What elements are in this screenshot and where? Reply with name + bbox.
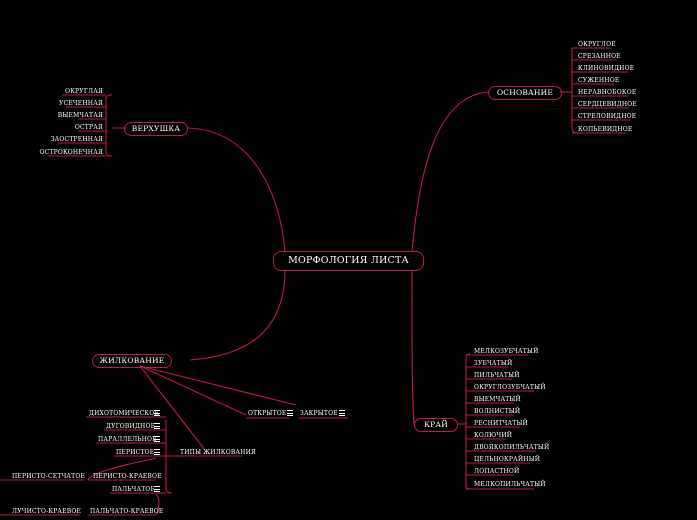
verkhushka-item[interactable]: ОКРУГЛАЯ (65, 88, 103, 95)
type-item[interactable]: ПАЛЬЧАТОЕ (112, 486, 156, 493)
krai-item[interactable]: ОКРУГЛОЗУБЧАТЫЙ (474, 384, 546, 391)
verkhushka-item[interactable]: ВЫЕМЧАТАЯ (57, 112, 103, 119)
verkhushka-item[interactable]: ОСТРОКОНЕЧНАЯ (39, 149, 103, 156)
zhilkovanie-types[interactable]: ТИПЫ ЖИЛКОВАНИЯ (180, 449, 257, 456)
notes-icon[interactable] (154, 449, 160, 455)
link-center-osnovanie (411, 91, 489, 253)
zhilkovanie-closed[interactable]: ЗАКРЫТОЕ (300, 410, 338, 417)
notes-icon[interactable] (287, 410, 293, 416)
osnovanie-item[interactable]: НЕРАВНОБОКОЕ (578, 89, 637, 96)
central-topic[interactable]: МОРФОЛОГИЯ ЛИСТА (273, 251, 424, 271)
krai-item[interactable]: ВОЛНИСТЫЙ (474, 408, 521, 415)
krai-item[interactable]: ПИЛЬЧАТЫЙ (474, 372, 520, 379)
krai-item[interactable]: ЗУБЧАТЫЙ (474, 360, 513, 367)
branch-verkhushka[interactable]: ВЕРХУШКА (124, 122, 188, 136)
palchato-kraevoe[interactable]: ПАЛЬЧАТО-КРАЕВОЕ (90, 508, 164, 515)
osnovanie-item[interactable]: СРЕЗАННОЕ (578, 53, 621, 60)
branch-osnovanie[interactable]: ОСНОВАНИЕ (488, 86, 562, 100)
krai-item[interactable]: РЕСНИТЧАТЫЙ (474, 420, 528, 427)
krai-item[interactable]: ВЫЕМЧАТЫЙ (474, 396, 521, 403)
type-item[interactable]: ПЕРИСТОЕ (116, 449, 155, 456)
type-item[interactable]: ПАРАЛЛЕЛЬНОЕ (98, 436, 157, 443)
peristo-setchatoe[interactable]: ПЕРИСТО-СЕТЧАТОЕ (12, 473, 86, 480)
osnovanie-item[interactable]: СЕРДЦЕВИДНОЕ (578, 101, 637, 108)
krai-item[interactable]: ЛОПАСТНОЙ (474, 468, 520, 475)
type-item[interactable]: ДИХОТОМИЧЕСКОЕ (89, 410, 159, 417)
verkhushka-item[interactable]: ОСТРАЯ (74, 124, 103, 131)
krai-item[interactable]: ЦЕЛЬНОКРАЙНЫЙ (474, 456, 541, 463)
notes-icon[interactable] (154, 423, 160, 429)
osnovanie-item[interactable]: ОКРУГЛОЕ (578, 41, 616, 48)
osnovanie-item[interactable]: КОПЬЕВИДНОЕ (578, 126, 633, 133)
link-center-verkhushka (187, 127, 286, 253)
notes-icon[interactable] (154, 436, 160, 442)
type-item[interactable]: ДУГОВИДНОЕ (106, 423, 156, 430)
krai-item[interactable]: ДВОЯКОПИЛЬЧАТЫЙ (474, 444, 550, 451)
osnovanie-item[interactable]: СТРЕЛОВИДНОЕ (578, 113, 637, 120)
notes-icon[interactable] (154, 486, 160, 492)
verkhushka-item[interactable]: УСЕЧЕННАЯ (59, 100, 103, 107)
osnovanie-item[interactable]: СУЖЕННОЕ (578, 77, 620, 84)
krai-item[interactable]: МЕЛКОПИЛЬЧАТЫЙ (474, 481, 546, 488)
krai-item[interactable]: МЕЛКОЗУБЧАТЫЙ (474, 348, 539, 355)
notes-icon[interactable] (154, 410, 160, 416)
link-center-krai (411, 269, 415, 425)
peristo-kraevoe[interactable]: ПЕРИСТО-КРАЕВОЕ (93, 473, 162, 480)
krai-item[interactable]: КОЛЮЧИЙ (474, 432, 513, 439)
branch-krai[interactable]: КРАЙ (414, 418, 458, 432)
luchisto-kraevoe[interactable]: ЛУЧИСТО-КРАЕВОЕ (12, 508, 82, 515)
link-center-zhilkovanie (189, 269, 286, 361)
branch-zhilkovanie[interactable]: ЖИЛКОВАНИЕ (92, 354, 172, 368)
verkhushka-item[interactable]: ЗАОСТРЕННАЯ (50, 136, 103, 143)
notes-icon[interactable] (339, 410, 345, 416)
osnovanie-item[interactable]: КЛИНОВИДНОЕ (578, 65, 635, 72)
zhilkovanie-open[interactable]: ОТКРЫТОЕ (248, 410, 287, 417)
